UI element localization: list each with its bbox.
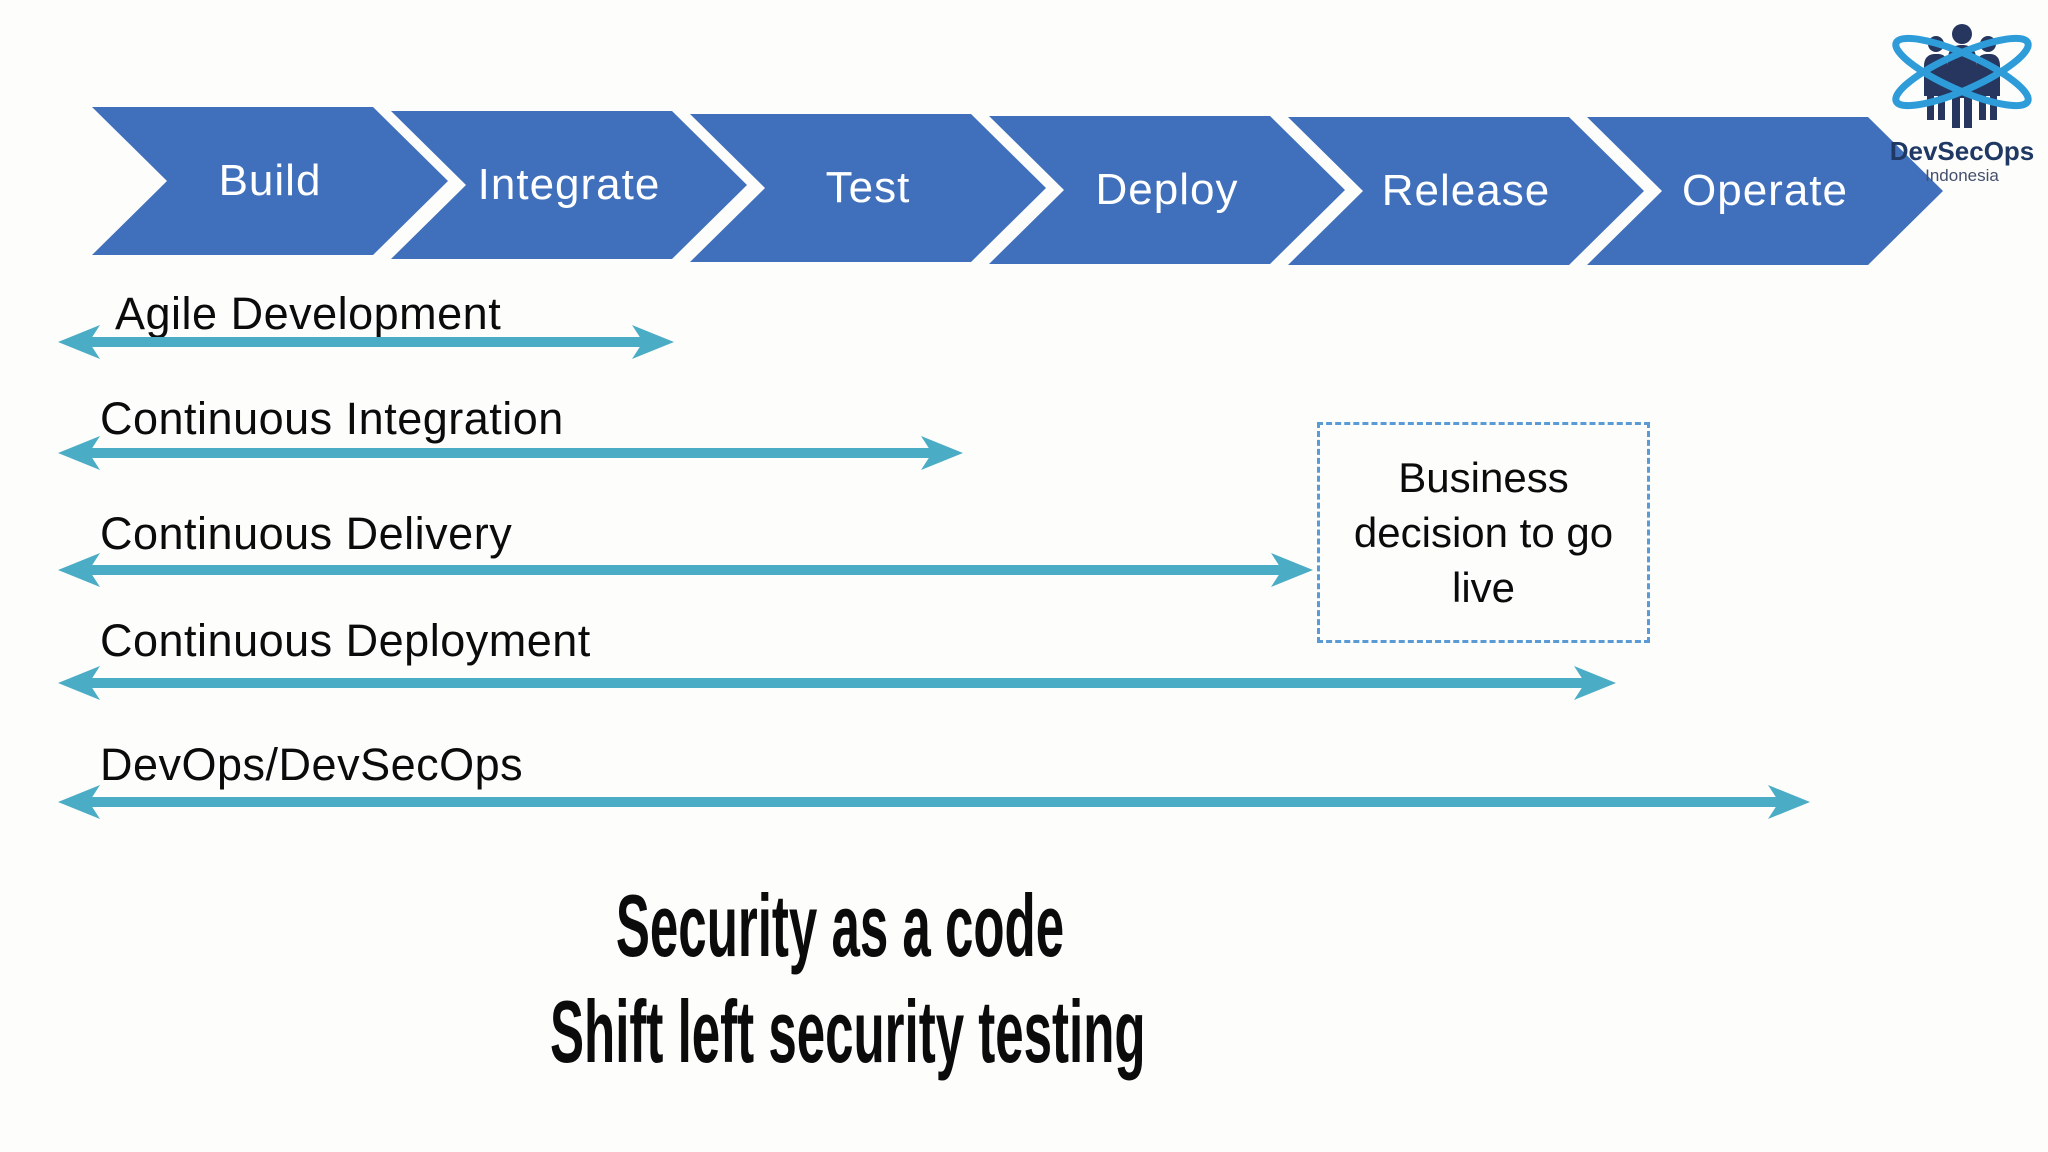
double-arrow-icon — [58, 553, 1313, 587]
business-decision-box: Business decision to go live — [1317, 422, 1650, 643]
footer-line-security-as-code: Security as a code — [615, 876, 1065, 975]
timeline-label-continuous-deployment: Continuous Deployment — [100, 615, 591, 666]
pipeline-stage-operate: Operate — [1587, 117, 1943, 265]
footer-note: Security as a code Shift left security t… — [550, 873, 1146, 1085]
timeline-label-continuous-integration: Continuous Integration — [100, 393, 564, 444]
timeline-label-devops-devsecops: DevOps/DevSecOps — [100, 739, 524, 790]
three-people-orbit-icon — [1892, 24, 2032, 128]
pipeline-chevron-band: Build Integrate Test Deploy Release Oper… — [92, 107, 1943, 255]
pipeline-stage-build: Build — [92, 107, 448, 255]
stage-label: Deploy — [1095, 165, 1239, 214]
decision-box-line: decision to go — [1353, 509, 1614, 556]
stage-label: Release — [1381, 166, 1551, 215]
double-arrow-icon — [58, 666, 1616, 700]
pipeline-stage-integrate: Integrate — [391, 111, 747, 259]
stage-label: Operate — [1682, 166, 1848, 215]
logo-title: DevSecOps — [1889, 136, 2035, 166]
devsecops-indonesia-logo: DevSecOps Indonesia — [1878, 14, 2046, 187]
timeline-label-continuous-delivery: Continuous Delivery — [100, 508, 513, 559]
decision-box-line: live — [1451, 564, 1516, 611]
timeline-label-agile-development: Agile Development — [115, 288, 502, 339]
decision-box-line: Business — [1398, 454, 1569, 501]
stage-label: Integrate — [477, 160, 661, 209]
footer-line-shift-left: Shift left security testing — [550, 982, 1146, 1081]
double-arrow-icon — [58, 325, 674, 359]
double-arrow-icon — [58, 436, 963, 470]
stage-label: Test — [825, 163, 911, 212]
stage-label: Build — [218, 156, 322, 205]
logo-subtitle: Indonesia — [1925, 166, 1999, 185]
double-arrow-icon — [58, 785, 1810, 819]
